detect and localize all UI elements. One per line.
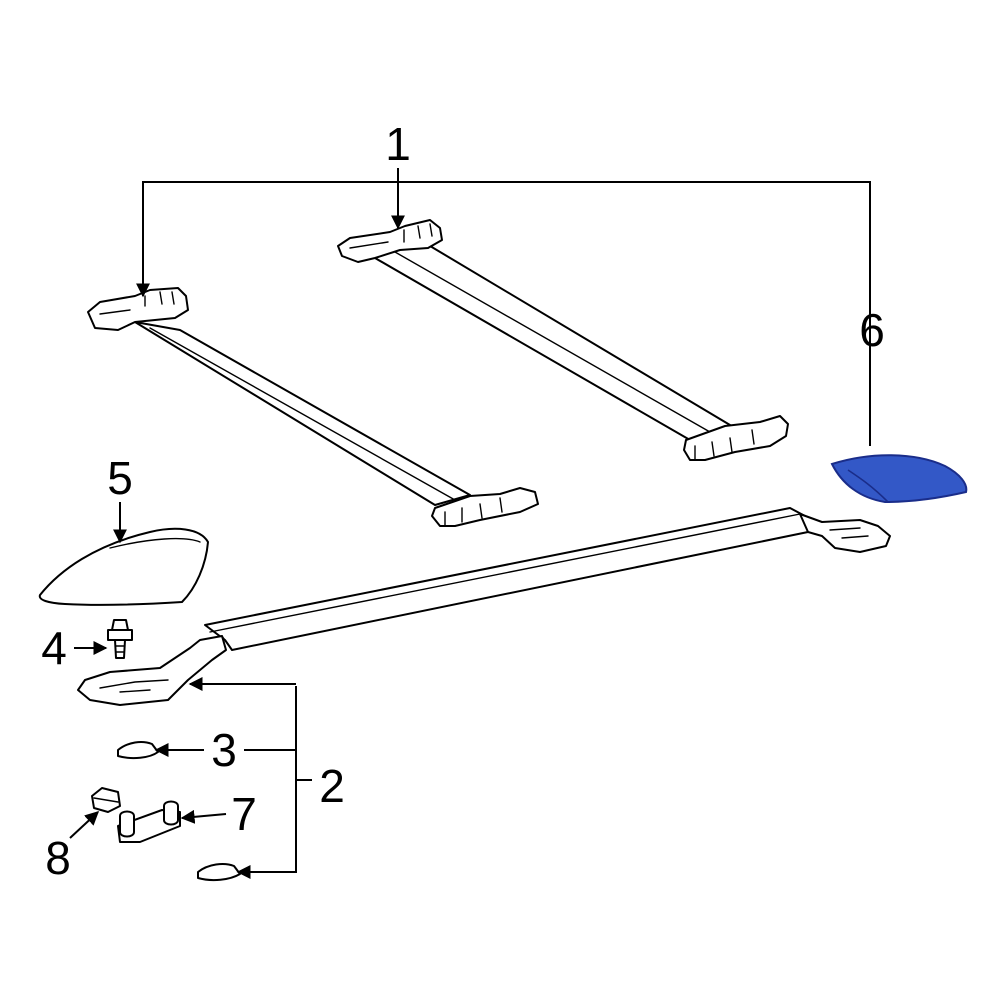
callout-3: 3: [211, 724, 237, 776]
clip-upper[interactable]: [117, 741, 159, 760]
side-rail[interactable]: [77, 507, 891, 706]
callout-6: 6: [859, 304, 885, 356]
crossbar-front[interactable]: [87, 287, 539, 527]
callout-1: 1: [385, 118, 411, 170]
side-rail-rear-end: [799, 513, 891, 553]
callout-5: 5: [107, 452, 133, 504]
callout-2: 2: [319, 760, 345, 812]
front-end-cover[interactable]: [38, 527, 209, 606]
side-rail-front-end: [77, 635, 227, 706]
bracket[interactable]: [117, 800, 181, 843]
callout-7: 7: [231, 788, 257, 840]
bolt[interactable]: [107, 619, 133, 659]
crossbar-rear-left-foot: [337, 219, 443, 263]
callout-8: 8: [45, 832, 71, 884]
crossbar-front-right-foot: [431, 487, 539, 527]
leaders: [69, 168, 871, 879]
callout-4: 4: [41, 622, 67, 674]
crossbar-rear[interactable]: [337, 219, 789, 461]
pad[interactable]: [91, 787, 121, 813]
crossbar-front-left-foot: [87, 287, 189, 331]
rear-end-cover[interactable]: [830, 454, 968, 504]
crossbar-rear-right-foot: [683, 415, 789, 461]
clip-lower[interactable]: [197, 863, 241, 882]
